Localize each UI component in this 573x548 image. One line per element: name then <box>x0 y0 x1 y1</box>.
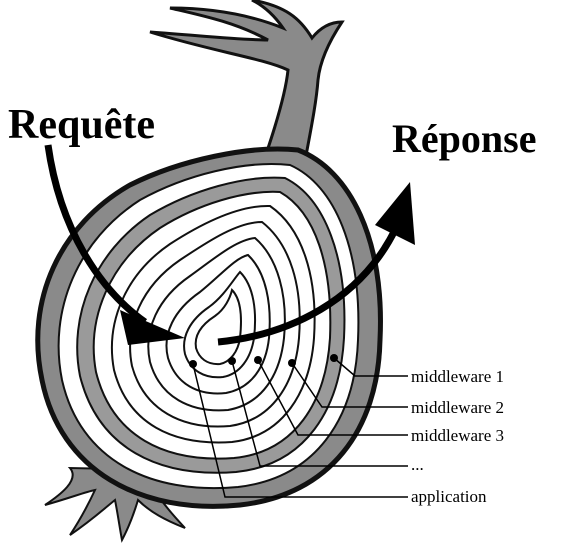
ellipsis-leader <box>231 360 408 467</box>
application-label: application <box>411 487 487 506</box>
ellipsis-label: ... <box>411 455 424 474</box>
middleware-1-leader <box>333 357 408 377</box>
request-arrowhead <box>120 310 185 345</box>
request-label: Requête <box>8 102 155 148</box>
middleware-3-label: middleware 3 <box>411 426 504 445</box>
middleware-1-label: middleware 1 <box>411 367 504 386</box>
response-arrow <box>217 228 399 346</box>
request-arrow <box>44 144 148 325</box>
response-label: Réponse <box>392 116 536 161</box>
leader-lines <box>192 357 408 498</box>
response-arrowhead <box>375 182 415 245</box>
middleware-2-label: middleware 2 <box>411 398 504 417</box>
middleware-3-leader <box>257 359 408 436</box>
application-leader <box>192 363 408 498</box>
middleware-2-leader <box>291 362 408 408</box>
